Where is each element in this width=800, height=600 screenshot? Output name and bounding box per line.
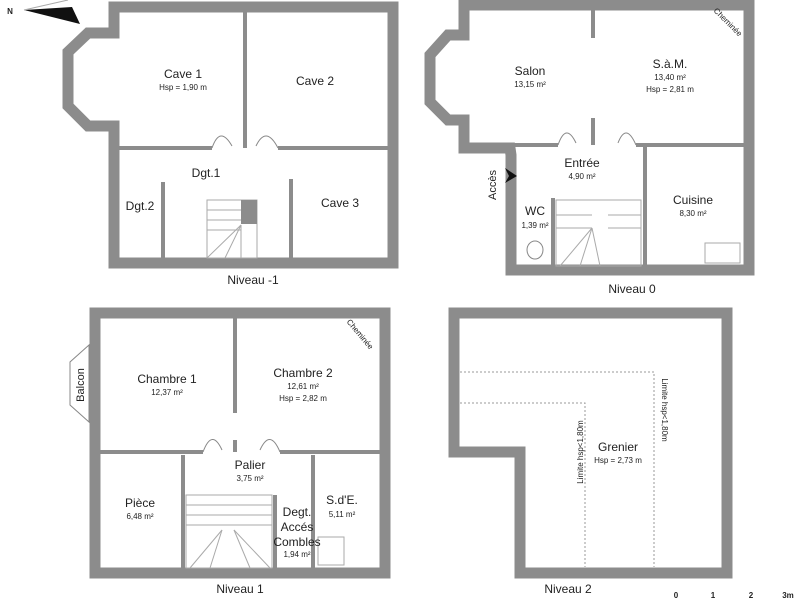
room-name: Salon — [515, 64, 546, 78]
level-title: Niveau 2 — [544, 582, 592, 596]
scale-bar: 0 1 2 3m — [674, 591, 794, 600]
room-area: 1,94 m² — [283, 550, 310, 559]
north-arrow-icon — [24, 7, 80, 24]
level-minus-1: Cave 1 Hsp = 1,90 m Cave 2 Dgt.1 Dgt.2 C… — [62, 1, 399, 287]
room-area: 12,61 m² — [287, 382, 319, 391]
walls — [62, 1, 399, 269]
room-name: Palier — [235, 458, 266, 472]
room-area: 8,30 m² — [679, 209, 706, 218]
room-name: Cave 2 — [296, 74, 334, 88]
room-height: Hsp = 2,82 m — [279, 394, 327, 403]
access-arrow-icon — [505, 168, 517, 183]
scale-tick: 1 — [711, 591, 716, 600]
room-name: Pièce — [125, 496, 155, 510]
room-area: 5,11 m² — [329, 510, 356, 519]
fireplace-label: Cheminée — [345, 318, 376, 352]
staircase — [555, 199, 642, 267]
room-name: WC — [525, 204, 545, 218]
room-name: S.d'E. — [326, 493, 358, 507]
scale-tick: 0 — [674, 591, 679, 600]
room-height: Hsp = 2,73 m — [594, 456, 642, 465]
access-label: Accès — [487, 170, 499, 200]
compass-north-label: N — [7, 7, 13, 16]
room-name: Combles — [273, 535, 320, 549]
walls — [89, 307, 391, 579]
room-area: 6,48 m² — [126, 512, 153, 521]
room-name: Accés — [281, 520, 314, 534]
room-area: 4,90 m² — [568, 172, 595, 181]
level-title: Niveau 0 — [608, 282, 656, 296]
room-name: Cuisine — [673, 193, 713, 207]
scale-tick: 3m — [782, 591, 794, 600]
height-limit-label: Limite hsp<1,80m — [576, 420, 585, 484]
room-height: Hsp = 2,81 m — [646, 85, 694, 94]
scale-tick: 2 — [749, 591, 754, 600]
height-limit-label: Limite hsp<1,80m — [660, 378, 669, 442]
level-0: Salon 13,15 m² S.à.M. 13,40 m² Hsp = 2,8… — [424, 0, 755, 296]
room-name: Chambre 1 — [137, 372, 197, 386]
staircase — [206, 199, 258, 259]
walls — [424, 0, 755, 276]
room-name: Degt. — [283, 505, 312, 519]
room-name: Cave 1 — [164, 67, 202, 81]
staircase — [185, 494, 273, 569]
room-area: 3,75 m² — [236, 474, 263, 483]
room-area: 13,40 m² — [654, 73, 686, 82]
level-title: Niveau -1 — [227, 273, 279, 287]
room-area: 13,15 m² — [514, 80, 546, 89]
balcony-label: Balcon — [75, 368, 87, 402]
room-height: Hsp = 1,90 m — [159, 83, 207, 92]
fireplace-label: Cheminée — [712, 6, 745, 39]
room-name: Dgt.2 — [126, 199, 155, 213]
room-name: Entrée — [564, 156, 600, 170]
level-1: Chambre 1 12,37 m² Chambre 2 12,61 m² Hs… — [69, 307, 391, 596]
compass: N — [7, 0, 80, 24]
room-name: Chambre 2 — [273, 366, 333, 380]
room-area: 1,39 m² — [521, 221, 548, 230]
level-title: Niveau 1 — [216, 582, 264, 596]
level-2: Grenier Hsp = 2,73 m Limite hsp<1,80m Li… — [448, 307, 733, 596]
room-name: S.à.M. — [653, 57, 688, 71]
room-name: Dgt.1 — [192, 166, 221, 180]
room-name: Grenier — [598, 440, 638, 454]
walls — [448, 307, 733, 579]
room-name: Cave 3 — [321, 196, 359, 210]
room-area: 12,37 m² — [151, 388, 183, 397]
